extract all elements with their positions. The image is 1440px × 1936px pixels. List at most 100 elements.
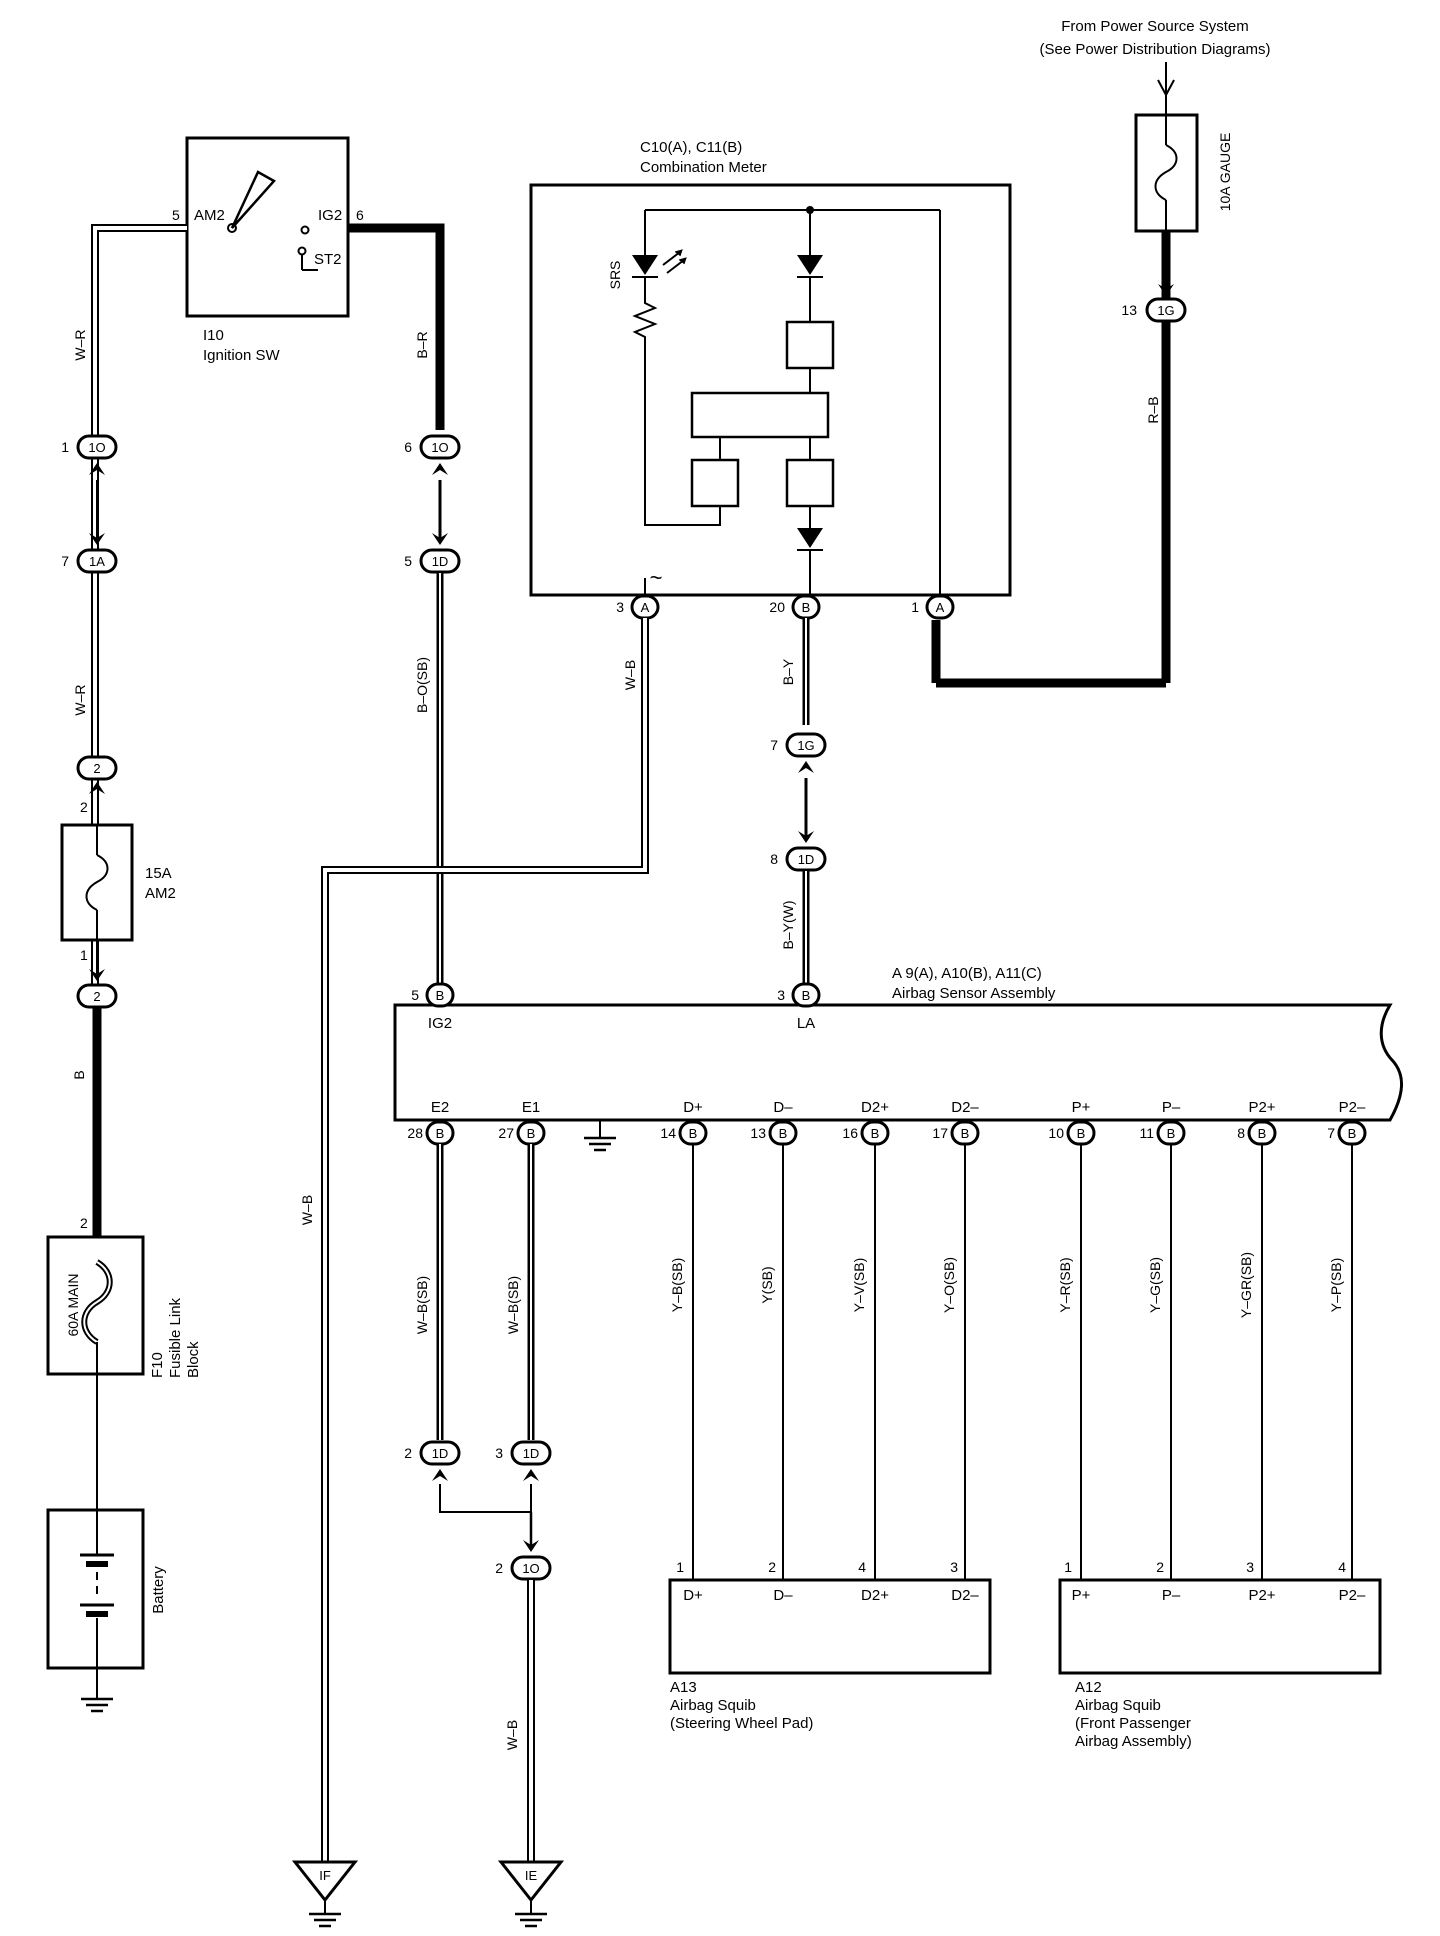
connector-code: 1A xyxy=(89,554,105,569)
squib-pin-num: 2 xyxy=(768,1559,776,1575)
connector-1d-8: 1D 8 xyxy=(770,831,827,872)
squib-pin-num: 3 xyxy=(950,1559,958,1575)
ground-point-ie: IE xyxy=(497,1860,565,1928)
connector-pin: 13 xyxy=(750,1125,766,1141)
squib-a13-name2: (Steering Wheel Pad) xyxy=(670,1715,813,1732)
wire-w-r xyxy=(91,224,187,1000)
sensor-id: A 9(A), A10(B), A11(C) xyxy=(892,965,1042,982)
sensor-pin-la: B 3 xyxy=(777,982,821,1008)
ignition-am2-term: AM2 xyxy=(194,207,225,224)
main-fuse-pin: 2 xyxy=(80,1215,88,1231)
wire-label-y-r-sb: Y–R(SB) xyxy=(1057,1257,1073,1312)
squib-a13-name1: Airbag Squib xyxy=(670,1697,756,1714)
squib-term: P– xyxy=(1162,1587,1181,1604)
squib-pin-num: 2 xyxy=(1156,1559,1164,1575)
connector-pin: 5 xyxy=(404,553,412,569)
term-label: D– xyxy=(773,1099,793,1116)
meter-pin-1: A 1 xyxy=(911,594,955,620)
sensor-term-d-plus: D+ B 14 xyxy=(660,1099,708,1146)
connector-code: 2 xyxy=(93,761,100,776)
ground-ie-label: IE xyxy=(525,1868,538,1883)
connector-code: 1D xyxy=(523,1446,540,1461)
battery-label: Battery xyxy=(150,1566,167,1614)
connector-1a-7: 1A 7 xyxy=(61,533,118,574)
power-source-title: From Power Source System xyxy=(1061,18,1249,35)
wire-label-w-r-top: W–R xyxy=(72,329,88,360)
squib-term: P2+ xyxy=(1248,1587,1275,1604)
sensor-term-p-minus: P– B 11 xyxy=(1139,1099,1186,1146)
squib-a13-id: A13 xyxy=(670,1679,697,1696)
connector-code: B xyxy=(802,988,811,1003)
meter-srs-label: SRS xyxy=(607,261,623,290)
squib-a12-name3: Airbag Assembly) xyxy=(1075,1733,1192,1750)
connector-pin: 10 xyxy=(1048,1125,1064,1141)
connector-pin: 6 xyxy=(404,439,412,455)
main-fuse-label: 60A MAIN xyxy=(65,1273,81,1336)
connector-pin: 3 xyxy=(495,1445,503,1461)
meter-name: Combination Meter xyxy=(640,159,767,176)
meter-pin-3: A 3 xyxy=(616,594,660,620)
connector-code: B xyxy=(1167,1126,1176,1141)
sensor-term-d2-plus: D2+ B 16 xyxy=(842,1099,890,1146)
squib-a12-name2: (Front Passenger xyxy=(1075,1715,1191,1732)
battery xyxy=(46,1508,145,1670)
term-label: P+ xyxy=(1072,1099,1091,1116)
connector-code: B xyxy=(436,1126,445,1141)
connector-1d-2: 1D 2 xyxy=(404,1440,461,1481)
connector-pin: 7 xyxy=(770,737,778,753)
wire-label-w-r-mid: W–R xyxy=(72,684,88,715)
term-label: D+ xyxy=(683,1099,703,1116)
squib-wires xyxy=(692,1144,1353,1580)
wire-label-w-b-meter: W–B xyxy=(622,660,638,690)
meter-id: C10(A), C11(B) xyxy=(640,139,742,156)
connector-code: 1O xyxy=(522,1561,539,1576)
connector-1o-6: 1O 6 xyxy=(404,434,461,475)
sensor-term-p2-minus: P2– B 7 xyxy=(1327,1099,1367,1146)
sensor-term-p2-plus: P2+ B 8 xyxy=(1237,1099,1277,1146)
gauge-fuse: 10A GAUGE xyxy=(1134,113,1233,233)
connector-2-top: 2 xyxy=(76,755,118,794)
wire-label-w-b-left: W–B xyxy=(299,1195,315,1225)
ground-symbol-battery xyxy=(79,1683,115,1713)
connector-1g-7: 1G 7 xyxy=(770,732,827,773)
ground-if-label: IF xyxy=(319,1868,331,1883)
wire-label-y-o-sb: Y–O(SB) xyxy=(941,1257,957,1313)
squib-term: D– xyxy=(773,1587,793,1604)
ground-point-if: IF xyxy=(291,1860,359,1928)
wire-label-y-sb: Y(SB) xyxy=(759,1266,775,1303)
wire-label-b-r: B–R xyxy=(414,331,430,358)
connector-code: 1O xyxy=(88,440,105,455)
connector-pin: 14 xyxy=(660,1125,676,1141)
ignition-switch-id: I10 xyxy=(203,327,224,344)
am2-fuse-rating: 15A xyxy=(145,865,172,882)
connector-1o-2: 1O 2 xyxy=(495,1540,552,1581)
sensor-name: Airbag Sensor Assembly xyxy=(892,985,1056,1002)
sensor-ig2-term: IG2 xyxy=(428,1015,452,1032)
term-label: P2– xyxy=(1339,1099,1366,1116)
meter-ac-symbol: ~ xyxy=(650,565,663,590)
wire-label-b-y-w: B–Y(W) xyxy=(780,901,796,950)
connector-code: B xyxy=(1077,1126,1086,1141)
combination-meter: SRS ~ xyxy=(529,183,1012,597)
am2-fuse xyxy=(60,823,134,942)
connector-pin: 2 xyxy=(404,1445,412,1461)
connector-pin: 17 xyxy=(932,1125,948,1141)
power-source-subtitle: (See Power Distribution Diagrams) xyxy=(1040,41,1271,58)
connector-pin: 8 xyxy=(1237,1125,1245,1141)
airbag-squib-a12: 1 2 3 4 P+ P– P2+ P2– xyxy=(1058,1559,1382,1675)
squib-pin-num: 3 xyxy=(1246,1559,1254,1575)
sensor-term-d-minus: D– B 13 xyxy=(750,1099,798,1146)
squib-term: D2+ xyxy=(861,1587,889,1604)
connector-2-bottom: 2 xyxy=(76,969,118,1009)
connector-pin: 27 xyxy=(498,1125,514,1141)
connector-1d-5: 1D 5 xyxy=(404,533,461,574)
connector-pin: 3 xyxy=(777,987,785,1003)
squib-term: D+ xyxy=(683,1587,703,1604)
wire-label-y-p-sb: Y–P(SB) xyxy=(1328,1258,1344,1312)
sensor-bottom-terminals: E2 B 28 E1 B 27 D+ B 14 xyxy=(407,1099,1367,1152)
connector-code: A xyxy=(936,600,945,615)
gauge-fuse-label: 10A GAUGE xyxy=(1217,133,1233,212)
connector-code: 1D xyxy=(798,852,815,867)
term-label: P– xyxy=(1162,1099,1181,1116)
